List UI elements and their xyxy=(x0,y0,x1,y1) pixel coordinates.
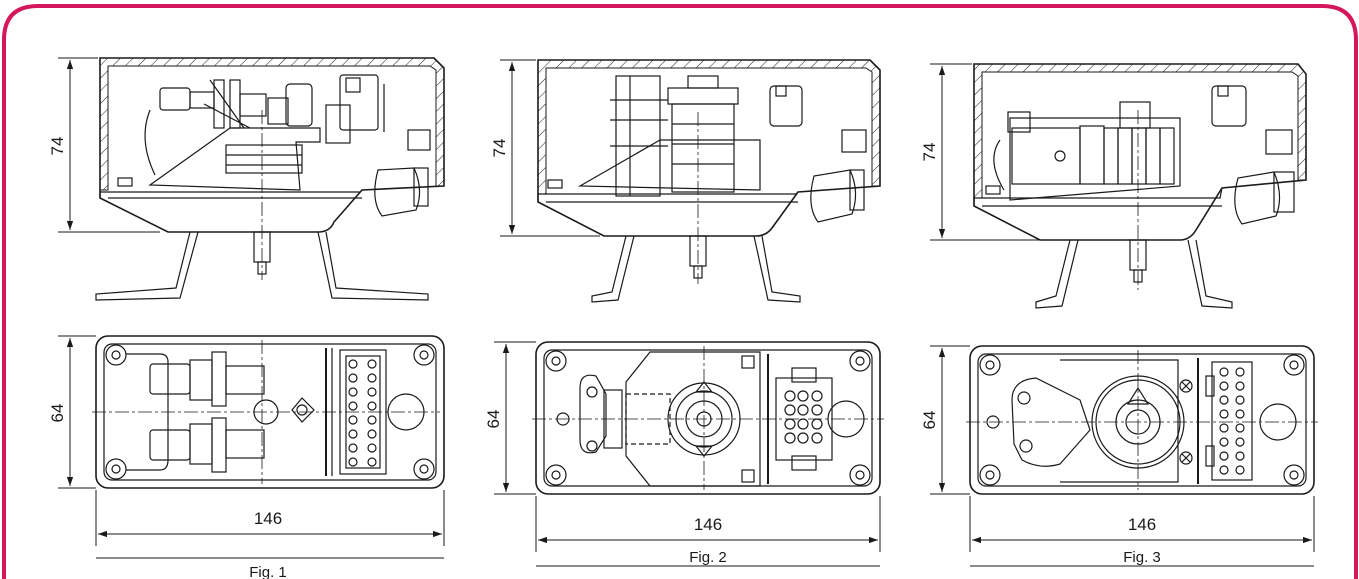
figure-3 xyxy=(930,63,1318,552)
fig3-height-top-label: 64 xyxy=(920,411,939,430)
fig2-height-top-label: 64 xyxy=(484,410,503,429)
fig2-height-side-label: 74 xyxy=(490,139,509,158)
fig2-dimensions xyxy=(494,59,881,552)
fig2-top-view xyxy=(532,341,884,495)
figure-1 xyxy=(58,57,445,546)
fig3-top-view xyxy=(966,345,1318,495)
fig3-width-label: 146 xyxy=(1128,515,1156,534)
fig1-width-label: 146 xyxy=(254,509,282,528)
fig2-width-label: 146 xyxy=(694,515,722,534)
fig3-side-view xyxy=(973,63,1307,309)
fig3-dimensions xyxy=(930,63,1315,552)
fig1-top-view xyxy=(92,335,445,489)
fig3-caption: Fig. 3 xyxy=(1123,549,1161,566)
fig1-dimensions xyxy=(58,57,445,546)
fig2-caption: Fig. 2 xyxy=(689,549,727,566)
fig1-height-top-label: 64 xyxy=(48,404,67,423)
fig1-caption: Fig. 1 xyxy=(249,564,287,579)
fig1-side-view xyxy=(95,57,445,301)
fig3-height-side-label: 74 xyxy=(920,143,939,162)
border-frame xyxy=(2,4,1358,579)
caption-lines xyxy=(96,557,1314,567)
fig2-side-view xyxy=(537,59,881,303)
figure-2 xyxy=(494,59,884,552)
fig1-height-side-label: 74 xyxy=(48,137,67,156)
